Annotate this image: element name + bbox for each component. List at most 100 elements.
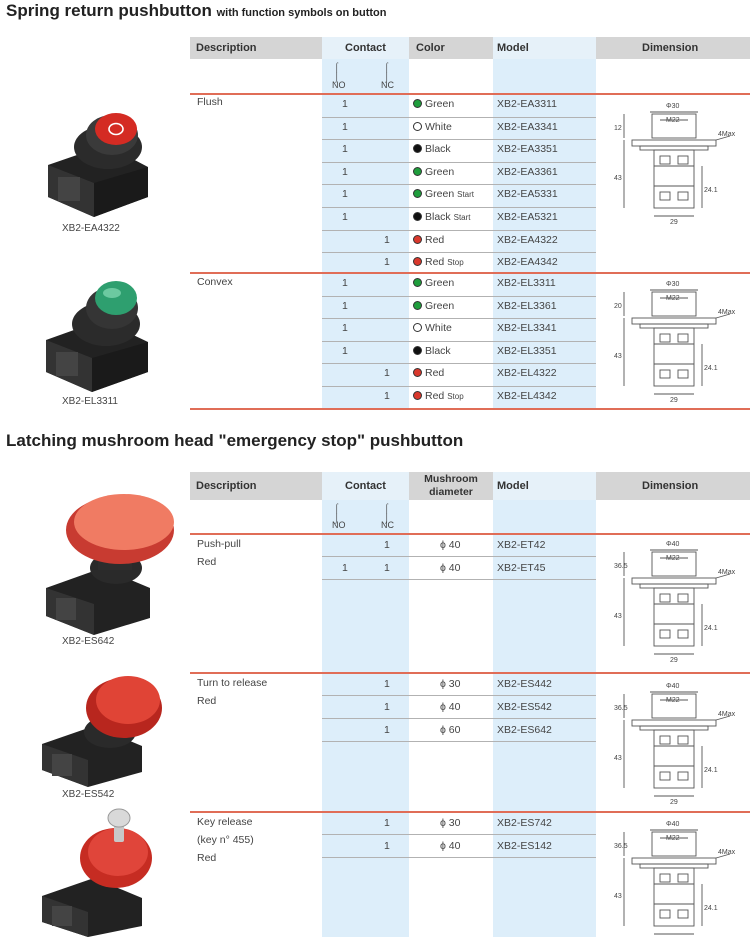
dim-right: 4Max <box>718 569 736 576</box>
contact-nc-value: 1 <box>384 233 390 246</box>
header-description: Description <box>196 42 257 54</box>
color-dot-icon <box>413 121 422 131</box>
contact-no-value: 1 <box>342 98 348 110</box>
group-flush-description: Flush <box>197 96 223 108</box>
dim-left-upper: 36.5 <box>614 563 628 570</box>
model-value: XB2-ET42 <box>497 539 546 551</box>
header-contact-cell: Contact <box>345 42 386 54</box>
row-divider <box>322 556 596 557</box>
color-value: White <box>425 120 452 133</box>
dim-bottom: 29 <box>670 397 678 404</box>
color-value: Green <box>425 188 455 201</box>
contact-nc-value: 1 <box>384 840 390 852</box>
model-value: XB2-EL3351 <box>497 344 557 357</box>
color-cell: Black Start <box>413 211 471 224</box>
no-label: NO <box>332 80 346 90</box>
color-cell: Red Stop <box>413 390 464 403</box>
dim-side: 24.1 <box>704 187 718 194</box>
contact-nc-value: 1 <box>384 724 390 736</box>
color-cell: Green <box>413 277 454 290</box>
dimension-diagram-icon <box>623 549 731 655</box>
model-value: XB2-EA3311 <box>497 98 557 110</box>
model-value: XB2-ES642 <box>497 724 552 736</box>
dim-right: 4Max <box>718 849 736 856</box>
model-value: XB2-EA3341 <box>497 120 558 133</box>
dim-side: 24.1 <box>704 625 718 632</box>
header2-diameter-line1: Mushroom <box>424 473 478 485</box>
contact-nc-value: 1 <box>384 256 390 269</box>
color-cell: Green <box>413 98 454 111</box>
dim-left-lower: 43 <box>614 175 622 182</box>
model-value: XB2-ET45 <box>497 562 546 574</box>
row-divider <box>322 207 596 208</box>
header-color: Color <box>416 42 445 54</box>
dimension-diagram-icon <box>623 829 731 935</box>
row-divider <box>322 161 596 163</box>
no-symbol-2: ⌠⌡ <box>334 503 340 523</box>
diameter-value: ϕ 30 <box>440 678 461 690</box>
header2-model: Model <box>493 472 596 500</box>
dim-left-upper: 20 <box>614 303 622 310</box>
convex-button-photo <box>46 281 148 392</box>
dim-bottom: 29 <box>670 799 678 806</box>
color-dot-icon <box>413 166 422 176</box>
color-value: Red <box>425 367 445 380</box>
color-dot-icon <box>413 323 422 333</box>
diameter-value: ϕ 40 <box>440 539 461 551</box>
turn-release-mushroom-photo <box>42 676 162 787</box>
model-value: XB2-EL3311 <box>497 277 556 289</box>
model-value: XB2-ES442 <box>497 678 552 690</box>
row-divider <box>322 386 596 387</box>
color-dot-icon <box>413 234 422 244</box>
color-cell: Green <box>413 300 454 313</box>
color-cell: Red <box>413 234 444 247</box>
dim-left-upper: 36.5 <box>614 843 628 850</box>
nc-symbol: ⌠⌡ <box>384 62 390 82</box>
contact-no-value: 1 <box>342 120 348 133</box>
contact-nc-value: 1 <box>384 390 390 402</box>
model-value: XB2-EA5331 <box>497 188 558 201</box>
diameter-value: ϕ 40 <box>440 562 461 574</box>
color-cell: Black <box>413 143 451 156</box>
color-dot-icon <box>413 391 422 400</box>
dimension-drawing: Φ40 M22 36.5 43 4Max 24.1 <box>610 818 740 948</box>
dim-bottom: 29 <box>670 219 678 226</box>
dimension-diagram-icon <box>623 691 731 797</box>
color-dot-icon <box>413 345 422 355</box>
model-value: XB2-EA3351 <box>497 143 558 156</box>
diameter-value: ϕ 40 <box>440 840 461 852</box>
contact-no-value: 1 <box>342 188 348 201</box>
color-dot-icon <box>413 300 422 310</box>
contact-nc-value: 1 <box>384 367 390 380</box>
row-divider <box>322 340 596 342</box>
color-cell: Red <box>413 367 444 380</box>
push-pull-caption: XB2-ES642 <box>62 636 115 647</box>
key-release-desc-2: (key n° 455) <box>197 834 254 846</box>
color-value: White <box>425 322 452 335</box>
push-pull-desc-1: Push-pull <box>197 538 241 550</box>
color-tag: Stop <box>447 392 464 401</box>
row-divider <box>322 252 596 254</box>
section1-subtitle: with function symbols on button <box>216 7 387 19</box>
key-release-desc-1: Key release <box>197 816 253 828</box>
header-model-cell: Model <box>497 42 529 54</box>
row-divider <box>322 834 596 835</box>
dim-bottom: 29 <box>670 657 678 664</box>
contact-no-value: 1 <box>342 211 348 223</box>
contact-nc-value: 1 <box>384 817 390 829</box>
contact-nc-value: 1 <box>384 678 390 690</box>
model-value: XB2-EA4322 <box>497 233 558 246</box>
contact-no-value: 1 <box>342 344 348 357</box>
push-pull-desc-2: Red <box>197 556 217 568</box>
dim-inner: M22 <box>666 555 680 562</box>
model-value: XB2-ES142 <box>497 840 552 852</box>
contact-no-value: 1 <box>342 322 348 335</box>
color-cell: Green Start <box>413 188 474 201</box>
dim-side: 24.1 <box>704 767 718 774</box>
color-tag: Start <box>453 213 471 222</box>
push-pull-mushroom-photo <box>46 494 174 635</box>
color-tag: Stop <box>447 258 464 268</box>
row-divider <box>322 718 596 719</box>
dim-inner: M22 <box>666 697 680 704</box>
contact-no-value: 1 <box>342 277 348 289</box>
